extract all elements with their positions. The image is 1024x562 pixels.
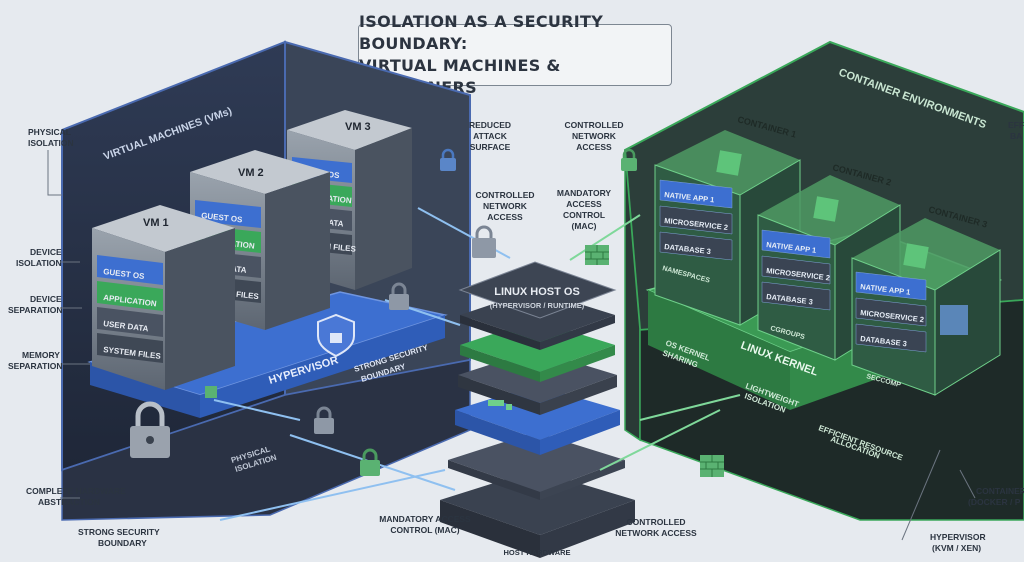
vm-2-name: VM 2 bbox=[238, 167, 264, 179]
vm-layer-block bbox=[97, 281, 163, 311]
left-device-isolation-2: ISOLATION bbox=[16, 258, 62, 268]
left-complete-hw-1: COMPLETE HARDWARE bbox=[26, 486, 126, 496]
container-layer-block bbox=[659, 179, 733, 209]
reduced-attack-1: REDUCED bbox=[469, 120, 511, 130]
host-stack: LINUX HOST OS (HYPERVISOR / RUNTIME) HOS… bbox=[440, 261, 635, 558]
mac-top-b: ACCESS bbox=[566, 199, 602, 209]
padlock-icon bbox=[472, 225, 496, 258]
mac-top-a: MANDATORY bbox=[557, 188, 611, 198]
container-layer-block bbox=[761, 229, 831, 259]
padlock-icon bbox=[621, 148, 637, 171]
left-device-separation-1: DEVICE bbox=[30, 294, 62, 304]
connector-arrows-green bbox=[569, 214, 741, 471]
right-container-runtime-2: (DOCKER / P bbox=[968, 497, 1021, 507]
controlled-network-bottom-b: NETWORK ACCESS bbox=[615, 528, 697, 538]
host-hardware-label: HOST HARDWARE bbox=[503, 548, 570, 557]
left-strong-2: BOUNDARY bbox=[98, 538, 147, 548]
host-os-line-1: LINUX HOST OS bbox=[494, 286, 580, 298]
controlled-network-top-c: ACCESS bbox=[576, 142, 612, 152]
firewall-icon bbox=[700, 455, 724, 477]
left-device-isolation-1: DEVICE bbox=[30, 247, 62, 257]
title-line-1: ISOLATION AS A SECURITY BOUNDARY: bbox=[359, 12, 604, 53]
container-layer-block bbox=[659, 231, 733, 261]
controlled-network-top-b: NETWORK bbox=[572, 131, 617, 141]
padlock-icon bbox=[440, 148, 456, 171]
left-complete-hw-2: ABSTRACTION bbox=[38, 497, 100, 507]
container-layer-block bbox=[761, 255, 831, 285]
controlled-network-top-a: CONTROLLED bbox=[564, 120, 623, 130]
right-labels: EFFI BA CONTAINER (DOCKER / P HYPERVISOR… bbox=[930, 120, 1024, 553]
controlled-network-bottom-a: CONTROLLED bbox=[626, 517, 685, 527]
vm-3-name: VM 3 bbox=[345, 121, 371, 133]
mac-bottom-a: MANDATORY ACCESS bbox=[379, 514, 471, 524]
vm-layer-block bbox=[97, 333, 163, 363]
left-strong-1: STRONG SECURITY bbox=[78, 527, 160, 537]
left-memory-1: MEMORY bbox=[22, 350, 60, 360]
controlled-network-1-b: NETWORK bbox=[483, 201, 528, 211]
left-physical-2: ISOLATION bbox=[28, 138, 74, 148]
vm-layer-block bbox=[97, 255, 163, 285]
padlock-icon bbox=[314, 406, 334, 434]
center-labels: REDUCED ATTACK SURFACE CONTROLLED NETWOR… bbox=[379, 120, 697, 538]
container-layer-block bbox=[855, 297, 927, 327]
host-os-line-2: (HYPERVISOR / RUNTIME) bbox=[490, 301, 585, 310]
container-1-box: CONTAINER 1 NAMESPACES NATIVE APP 1MICRO… bbox=[654, 114, 801, 326]
firewall-icon bbox=[585, 245, 609, 265]
padlock-icon bbox=[360, 448, 380, 476]
shield-icon bbox=[317, 313, 355, 358]
mac-top-c: CONTROL bbox=[563, 210, 605, 220]
reduced-attack-3: SURFACE bbox=[470, 142, 511, 152]
mac-top-d: (MAC) bbox=[571, 221, 596, 231]
right-hypervisor-1: HYPERVISOR bbox=[930, 532, 986, 542]
right-effi-2: BA bbox=[1010, 131, 1022, 141]
container-layer-block bbox=[659, 205, 733, 235]
reduced-attack-2: ATTACK bbox=[473, 131, 508, 141]
left-labels: PHYSICAL ISOLATION DEVICE ISOLATION DEVI… bbox=[8, 127, 160, 548]
container-layer-block bbox=[761, 281, 831, 311]
leader-lines bbox=[47, 150, 976, 541]
vm-layer-block bbox=[97, 307, 163, 337]
diagram-title: ISOLATION AS A SECURITY BOUNDARY: VIRTUA… bbox=[358, 12, 672, 97]
vm-1-name: VM 1 bbox=[143, 217, 169, 229]
left-physical-1: PHYSICAL bbox=[28, 127, 71, 137]
right-container-runtime-1: CONTAINER bbox=[976, 486, 1024, 496]
left-memory-2: SEPARATION bbox=[8, 361, 62, 371]
controlled-network-1-c: ACCESS bbox=[487, 212, 523, 222]
container-layer-block bbox=[855, 323, 927, 353]
mac-bottom-b: CONTROL (MAC) bbox=[390, 525, 459, 535]
left-device-separation-2: SEPARATION bbox=[8, 305, 62, 315]
chip-icon bbox=[205, 386, 217, 398]
container-3-box: CONTAINER 3 SECCOMP NATIVE APP 1MICROSER… bbox=[851, 204, 1001, 396]
controlled-network-1-a: CONTROLLED bbox=[475, 190, 534, 200]
container-layer-block bbox=[855, 271, 927, 301]
right-hypervisor-2: (KVM / XEN) bbox=[932, 543, 981, 553]
right-effi-1: EFFI bbox=[1008, 120, 1024, 130]
padlock-icon bbox=[389, 282, 409, 310]
padlock-icon bbox=[130, 401, 170, 458]
